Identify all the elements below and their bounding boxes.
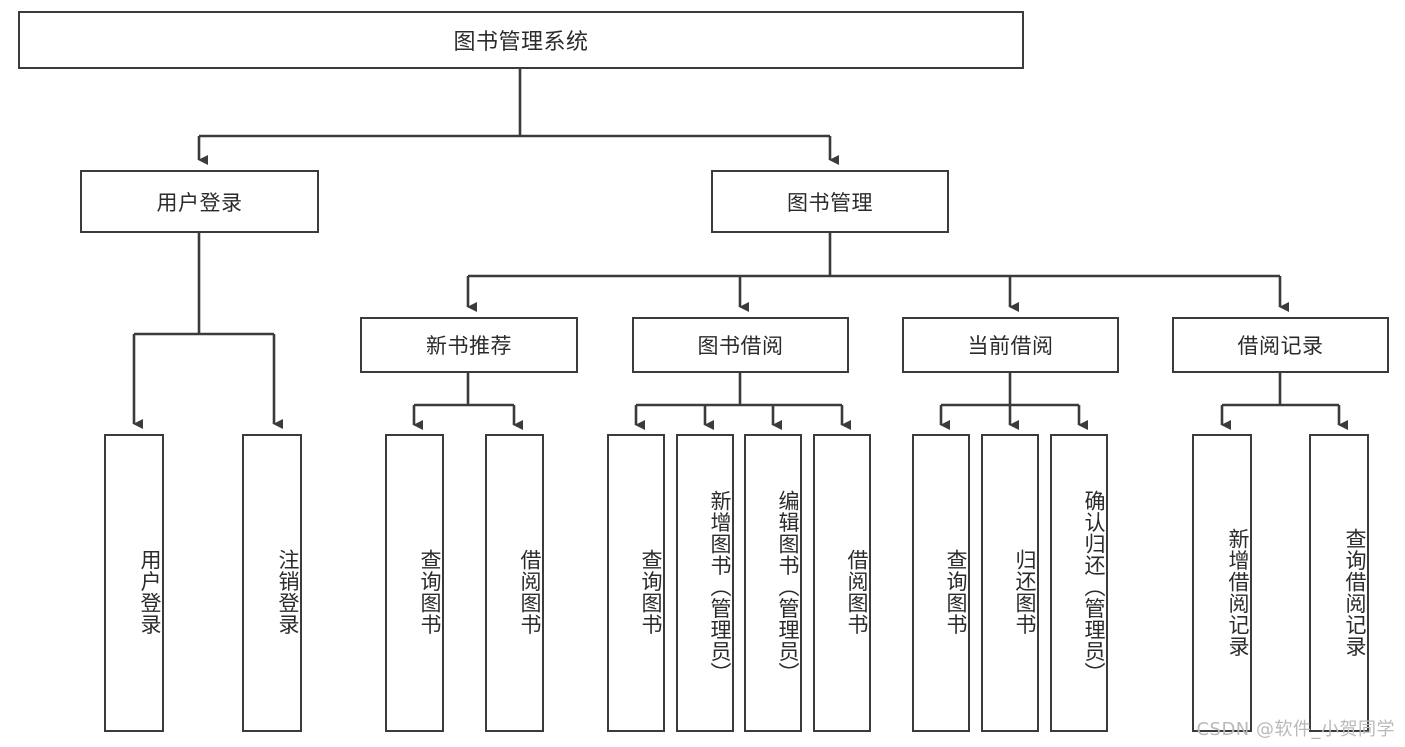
leaf-confirm-return-label: 确认归还（管理员）: [1082, 490, 1106, 684]
leaf-borrow-book-1[interactable]: 借阅图书: [485, 434, 544, 732]
node-book-borrow[interactable]: 图书借阅: [632, 317, 849, 373]
node-current-borrow[interactable]: 当前借阅: [902, 317, 1119, 373]
leaf-add-book[interactable]: 新增图书（管理员）: [676, 434, 734, 732]
leaf-edit-book[interactable]: 编辑图书（管理员）: [744, 434, 802, 732]
node-user-login-label: 用户登录: [156, 190, 243, 215]
node-book-manage-label: 图书管理: [787, 190, 873, 215]
leaf-user-login[interactable]: 用户登录: [104, 434, 164, 732]
node-new-book-recommend[interactable]: 新书推荐: [360, 317, 578, 373]
leaf-user-login-label: 用户登录: [138, 549, 162, 635]
leaf-query-book-2-label: 查询图书: [639, 549, 663, 635]
csdn-watermark: CSDN @软件_小贺同学: [1196, 719, 1395, 740]
node-new-book-recommend-label: 新书推荐: [426, 334, 512, 358]
leaf-query-record-label: 查询借阅记录: [1343, 527, 1367, 657]
leaf-logout-login-label: 注销登录: [276, 549, 300, 635]
leaf-borrow-book-2-label: 借阅图书: [845, 549, 869, 635]
leaf-query-book-3-label: 查询图书: [944, 549, 968, 635]
leaf-add-record[interactable]: 新增借阅记录: [1192, 434, 1252, 732]
leaf-add-record-label: 新增借阅记录: [1226, 527, 1250, 657]
leaf-add-book-label: 新增图书（管理员）: [708, 490, 732, 684]
node-borrow-record-label: 借阅记录: [1237, 334, 1324, 358]
leaf-borrow-book-2[interactable]: 借阅图书: [813, 434, 871, 732]
node-borrow-record[interactable]: 借阅记录: [1172, 317, 1389, 373]
leaf-logout-login[interactable]: 注销登录: [242, 434, 302, 732]
node-root[interactable]: 图书管理系统: [18, 11, 1024, 69]
leaf-confirm-return[interactable]: 确认归还（管理员）: [1050, 434, 1108, 732]
node-user-login[interactable]: 用户登录: [80, 170, 319, 233]
node-book-manage[interactable]: 图书管理: [711, 170, 949, 233]
leaf-query-book-1-label: 查询图书: [418, 549, 442, 635]
node-root-label: 图书管理系统: [453, 30, 589, 55]
leaf-query-record[interactable]: 查询借阅记录: [1309, 434, 1369, 732]
leaf-query-book-2[interactable]: 查询图书: [607, 434, 665, 732]
node-current-borrow-label: 当前借阅: [967, 334, 1054, 358]
leaf-borrow-book-1-label: 借阅图书: [518, 549, 542, 635]
node-book-borrow-label: 图书借阅: [697, 334, 784, 358]
leaf-query-book-1[interactable]: 查询图书: [385, 434, 444, 732]
leaf-query-book-3[interactable]: 查询图书: [912, 434, 970, 732]
leaf-return-book-label: 归还图书: [1013, 549, 1037, 635]
leaf-return-book[interactable]: 归还图书: [981, 434, 1039, 732]
leaf-edit-book-label: 编辑图书（管理员）: [776, 490, 800, 684]
